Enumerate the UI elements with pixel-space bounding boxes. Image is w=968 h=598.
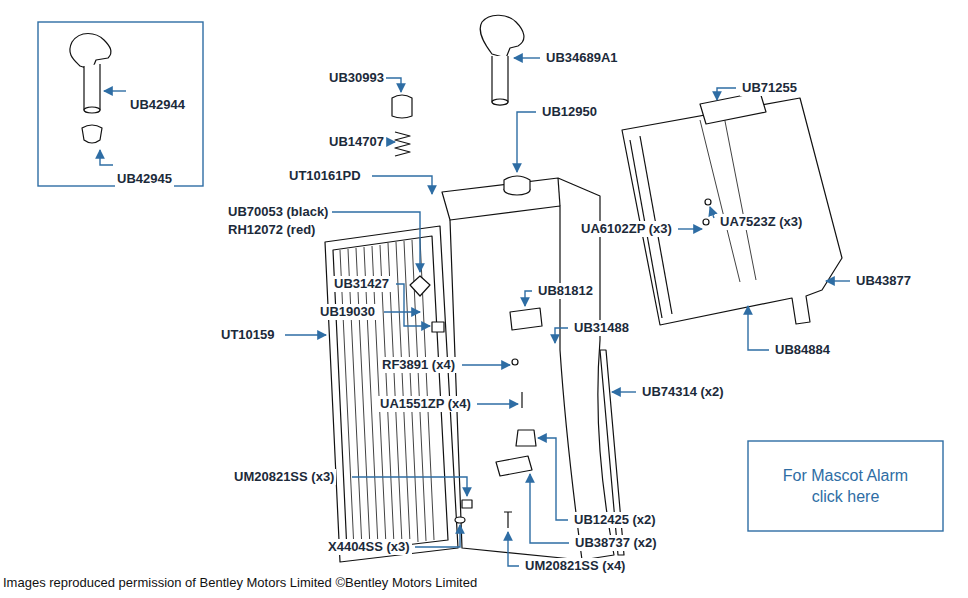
badge xyxy=(410,276,430,296)
part-number: UB70053 (black) xyxy=(226,204,330,220)
part-number: UB42945 xyxy=(115,171,174,187)
part-number: UB84884 xyxy=(773,342,832,358)
part-number: UM20821SS (x3) xyxy=(232,469,336,485)
inset-frame xyxy=(38,22,203,186)
link-box: For Mascot Alarm click here xyxy=(748,441,943,531)
mascot-stem xyxy=(492,56,508,105)
caption: Images reproduced permission of Bentley … xyxy=(3,575,477,591)
part-number: UB14707 xyxy=(327,134,386,150)
grille xyxy=(325,226,458,562)
part-number: UB43877 xyxy=(854,273,913,289)
part-number: X4404SS (x3) xyxy=(326,539,412,555)
part-number: UB12950 xyxy=(540,104,599,120)
channel-strip xyxy=(700,92,766,124)
link-text: For Mascot Alarm click here xyxy=(771,465,921,507)
mascot-base xyxy=(82,125,102,143)
mascot-figure xyxy=(70,34,111,71)
part-number: UB30993 xyxy=(327,70,386,86)
part-number: UB42944 xyxy=(128,97,187,113)
part-number: UM20821SS (x4) xyxy=(523,558,627,574)
part-number: UB31427 xyxy=(332,276,391,292)
bracket xyxy=(496,456,532,476)
part-number: UB12425 (x2) xyxy=(572,512,658,528)
part-number: UA1551ZP (x4) xyxy=(378,396,473,412)
part-number: RF3891 (x4) xyxy=(380,357,457,373)
part-number: UB38737 (x2) xyxy=(573,535,659,551)
part-number: UA6102ZP (x3) xyxy=(579,221,674,237)
part-number: UA7523Z (x3) xyxy=(718,214,804,230)
nut xyxy=(516,430,536,446)
spring xyxy=(395,132,410,156)
part-number: RH12072 (red) xyxy=(226,222,317,238)
part-number: UB19030 xyxy=(318,304,377,320)
link-frame xyxy=(748,441,943,531)
cap xyxy=(392,95,412,118)
part-number: UT10159 xyxy=(219,327,276,343)
mascot-stem xyxy=(84,64,100,112)
part-number: UB34689A1 xyxy=(544,50,620,66)
undertray xyxy=(622,98,842,325)
plate xyxy=(510,308,542,330)
part-number: UT10161PD xyxy=(287,168,363,184)
part-number: UB74314 (x2) xyxy=(640,384,726,400)
part-number: UB81812 xyxy=(536,283,595,299)
inset-box: UB42944UB42945 xyxy=(38,22,203,186)
part-number: UB31488 xyxy=(572,320,631,336)
part-number: UB71255 xyxy=(740,80,799,96)
mascot-figure xyxy=(480,15,524,58)
